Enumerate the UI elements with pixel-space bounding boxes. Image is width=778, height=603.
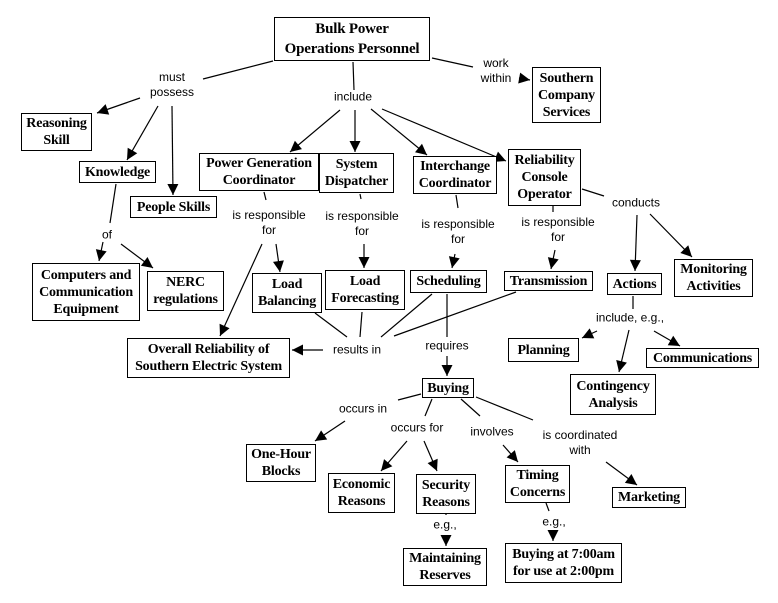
- node-monitoring-activities: Monitoring Activities: [674, 259, 753, 297]
- arrowhead-eg-reserves: [440, 535, 452, 546]
- arrowhead-conducts-monitoring: [680, 245, 692, 257]
- arrowhead-include-planning: [582, 328, 595, 339]
- line-possess-people: [171, 105, 174, 196]
- line-buying-coordinated: [475, 396, 534, 421]
- arrowhead-occursfor-economic: [381, 459, 393, 471]
- node-computers-communication-equipment: Computers and Communication Equipment: [32, 263, 140, 321]
- node-knowledge: Knowledge: [79, 161, 156, 183]
- link-results-in: results in: [332, 342, 382, 357]
- arrowhead-ic-scheduling: [448, 256, 460, 268]
- link-dispatcher-responsible-for: is responsible for: [325, 209, 399, 238]
- link-include: include: [333, 89, 373, 104]
- link-involves: involves: [470, 424, 514, 439]
- arrowhead-possess-reasoning: [97, 104, 110, 115]
- line-rco-conducts: [581, 188, 605, 197]
- node-system-dispatcher: System Dispatcher: [319, 153, 394, 193]
- line-ic-resp: [455, 194, 459, 209]
- node-reliability-console-operator: Reliability Console Operator: [508, 149, 581, 206]
- node-marketing: Marketing: [612, 487, 686, 508]
- node-interchange-coordinator: Interchange Coordinator: [413, 156, 497, 194]
- link-must-possess: must possess: [149, 70, 195, 99]
- arrowhead-rco-transmission: [547, 257, 559, 269]
- arrowhead-include-pgc: [290, 140, 302, 152]
- node-contingency-analysis: Contingency Analysis: [570, 374, 656, 415]
- node-bulk-power-personnel: Bulk Power Operations Personnel: [274, 17, 430, 61]
- arrowhead-sd-loadfc: [358, 257, 370, 268]
- arrowhead-involves-timing: [506, 450, 518, 462]
- arrowhead-possess-knowledge: [127, 147, 138, 160]
- node-southern-company-services: Southern Company Services: [532, 67, 601, 123]
- node-overall-reliability: Overall Reliability of Southern Electric…: [127, 338, 290, 378]
- link-security-eg: e.g.,: [433, 517, 457, 532]
- node-nerc-regulations: NERC regulations: [147, 271, 224, 311]
- arrowhead-pgc-overall: [219, 323, 230, 336]
- arrowhead-occursin-onehour: [315, 430, 328, 441]
- line-scheduling-results: [380, 293, 433, 338]
- line-timing-eg: [545, 502, 550, 512]
- line-pgc-resp: [263, 191, 267, 201]
- link-rco-responsible-for: is responsible for: [521, 215, 595, 244]
- arrowhead-coordinated-marketing: [624, 474, 637, 485]
- node-scheduling: Scheduling: [410, 270, 487, 293]
- arrowhead-conducts-actions: [629, 259, 641, 271]
- line-loadfc-results: [359, 311, 363, 338]
- node-load-forecasting: Load Forecasting: [325, 270, 405, 310]
- link-of: of: [101, 227, 113, 242]
- node-transmission: Transmission: [504, 271, 593, 291]
- link-requires: requires: [425, 338, 469, 353]
- line-bulk-work-within: [431, 57, 474, 68]
- node-power-generation-coordinator: Power Generation Coordinator: [199, 153, 319, 191]
- link-is-coordinated-with: is coordinated with: [542, 428, 618, 457]
- node-timing-concerns: Timing Concerns: [505, 465, 570, 503]
- arrowhead-include-dispatcher: [349, 141, 361, 152]
- node-buying: Buying: [422, 378, 474, 398]
- arrowhead-of-computers: [95, 249, 107, 261]
- link-occurs-for: occurs for: [390, 420, 444, 435]
- line-sd-resp: [359, 193, 362, 200]
- node-maintaining-reserves: Maintaining Reserves: [403, 548, 487, 586]
- arrowhead-possess-people: [167, 183, 179, 195]
- line-include-rco: [381, 108, 507, 162]
- link-pgc-responsible-for: is responsible for: [232, 208, 306, 237]
- link-work-within: work within: [480, 56, 512, 85]
- link-timing-eg: e.g.,: [542, 514, 566, 529]
- node-load-balancing: Load Balancing: [252, 273, 322, 313]
- line-pgc-overall: [219, 243, 263, 337]
- node-communications: Communications: [646, 348, 759, 368]
- node-economic-reasons: Economic Reasons: [328, 473, 395, 513]
- line-buying-occursfor: [424, 398, 433, 417]
- line-bulk-include: [352, 61, 355, 91]
- arrowhead-include-interchange: [415, 143, 427, 155]
- link-interchange-responsible-for: is responsible for: [421, 217, 495, 246]
- arrowhead-occursfor-security: [427, 458, 438, 471]
- node-planning: Planning: [508, 338, 579, 362]
- link-occurs-in: occurs in: [338, 401, 388, 416]
- arrowhead-eg-buyingexample: [547, 530, 559, 541]
- link-include-eg: include, e.g.,: [595, 310, 665, 325]
- node-actions: Actions: [607, 273, 662, 295]
- node-buying-example: Buying at 7:00am for use at 2:00pm: [505, 543, 622, 583]
- node-people-skills: People Skills: [130, 196, 217, 218]
- arrowhead-within-southern: [518, 72, 530, 84]
- arrowhead-requires-buying: [441, 365, 453, 376]
- node-one-hour-blocks: One-Hour Blocks: [246, 444, 316, 482]
- line-buying-occursin: [397, 393, 422, 401]
- line-loadbal-results: [314, 312, 348, 338]
- node-security-reasons: Security Reasons: [416, 474, 476, 514]
- arrowhead-include-contingency: [616, 360, 627, 372]
- line-knowledge-of: [109, 183, 117, 224]
- arrowhead-include-communications: [667, 335, 680, 346]
- line-bulk-must-possess: [202, 60, 274, 80]
- arrowhead-of-nerc: [140, 257, 153, 268]
- arrowhead-results-overall: [292, 344, 303, 356]
- link-conducts: conducts: [611, 195, 661, 210]
- node-reasoning-skill: Reasoning Skill: [21, 113, 92, 151]
- line-buying-involves: [460, 398, 481, 417]
- line-include-interchange: [370, 108, 428, 156]
- line-transmission-results: [393, 291, 517, 337]
- arrowhead-pgc-loadbal: [272, 260, 284, 272]
